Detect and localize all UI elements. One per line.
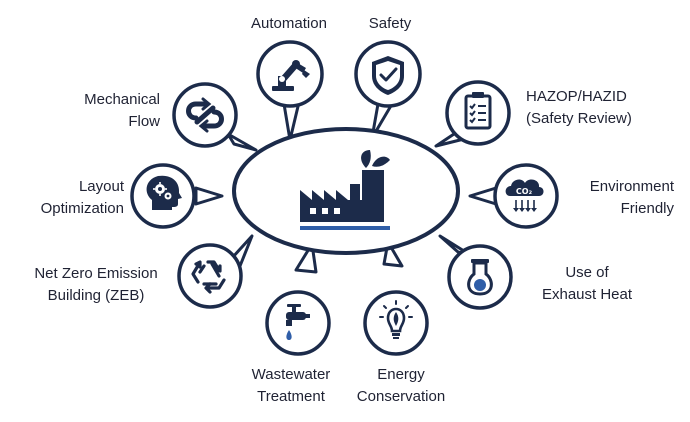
shield-check-icon [372,56,404,95]
label-environment: Environment Friendly [560,176,674,220]
label-layout-line1: Layout [78,178,124,195]
label-wastewater-line2: Treatment [257,388,325,405]
label-energy-line2: Conservation [356,388,446,405]
label-environment-line2: Friendly [620,200,674,217]
label-mechanical-line1: Mechanical [84,91,160,108]
label-safety: Safety [350,13,430,35]
label-zeb-line1: Net Zero Emission [34,265,158,282]
head-gears-icon [146,175,182,210]
flask-icon [467,259,493,296]
bubble-exhaust [447,244,513,310]
label-mechanical-line2: Flow [128,113,160,130]
label-exhaust: Use of Exhaust Heat [527,262,647,306]
svg-text:CO₂: CO₂ [516,187,533,196]
flow-icon [186,97,224,133]
label-hazop-line2: (Safety Review) [526,110,632,127]
label-energy-line1: Energy [377,366,425,383]
connector-mechanical [226,132,258,152]
robot-arm-icon [272,60,310,91]
label-zeb: Net Zero Emission Building (ZEB) [20,263,172,307]
label-exhaust-line1: Use of [565,264,609,281]
light-bulb-icon [379,300,413,339]
connector-environment [468,186,498,206]
label-layout-line2: Optimization [40,200,124,217]
co2-cloud-icon: CO₂ [505,179,544,212]
bubble-zeb [177,243,243,309]
recycle-icon [191,260,226,294]
label-wastewater-line1: Wastewater [251,366,331,383]
label-hazop-line1: HAZOP/HAZID [526,88,627,105]
faucet-icon [286,304,310,340]
factory-icon [300,150,390,230]
label-automation-line1: Automation [251,15,327,32]
label-hazop: HAZOP/HAZID (Safety Review) [526,86,632,130]
center-ellipse [232,127,460,255]
bubble-wastewater [265,290,331,356]
label-safety-line1: Safety [368,15,412,32]
label-wastewater: Wastewater Treatment [236,364,346,408]
clipboard-icon [464,92,492,130]
label-automation: Automation [234,13,344,35]
label-environment-line1: Environment [589,178,674,195]
label-layout: Layout Optimization [14,176,124,220]
connector-layout [194,186,224,206]
label-exhaust-line2: Exhaust Heat [541,286,633,303]
label-mechanical: Mechanical Flow [50,89,160,133]
label-energy: Energy Conservation [346,364,456,408]
label-zeb-line2: Building (ZEB) [47,287,145,304]
